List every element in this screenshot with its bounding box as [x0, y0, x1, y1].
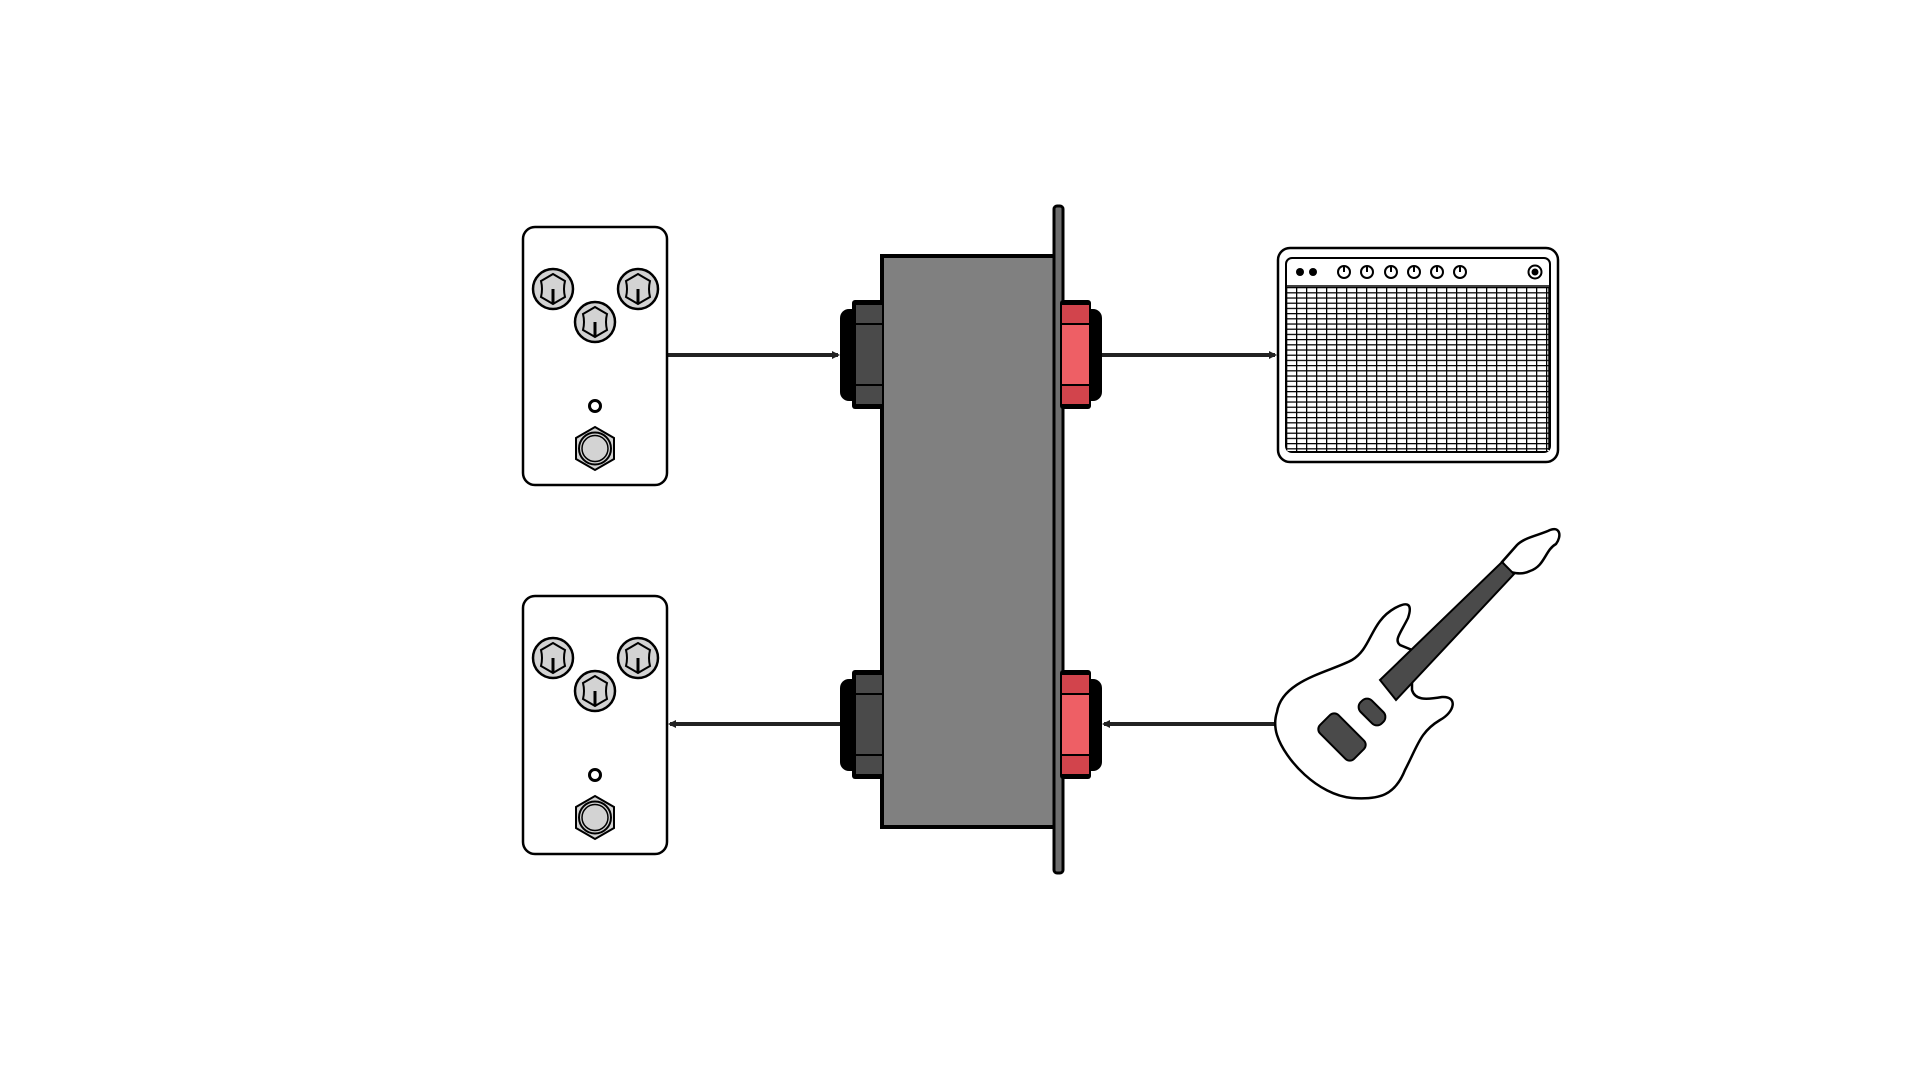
amp-jewel-light-icon	[1527, 264, 1543, 280]
jack-input-left-bottom[interactable]	[839, 669, 884, 780]
amp-indicator-dots	[1296, 268, 1317, 276]
effect-pedal-bottom[interactable]	[523, 596, 667, 854]
electric-guitar[interactable]	[1273, 527, 1561, 800]
effect-pedal-top[interactable]	[523, 227, 667, 485]
amplifier[interactable]	[1276, 246, 1560, 464]
guitar-pickup-neck	[1357, 697, 1387, 727]
amp-control-knobs[interactable]	[1337, 265, 1467, 279]
guitar-neck	[1378, 560, 1516, 702]
loop-box-body	[880, 254, 1058, 829]
loop-box[interactable]	[839, 204, 1103, 875]
jack-input-left-top[interactable]	[839, 299, 884, 410]
jack-output-right-top[interactable]	[1059, 299, 1103, 410]
guitar-pickup-bridge	[1317, 712, 1367, 762]
guitar-headstock	[1500, 527, 1561, 575]
amp-grille	[1287, 287, 1549, 451]
jack-output-right-bottom[interactable]	[1059, 669, 1103, 780]
